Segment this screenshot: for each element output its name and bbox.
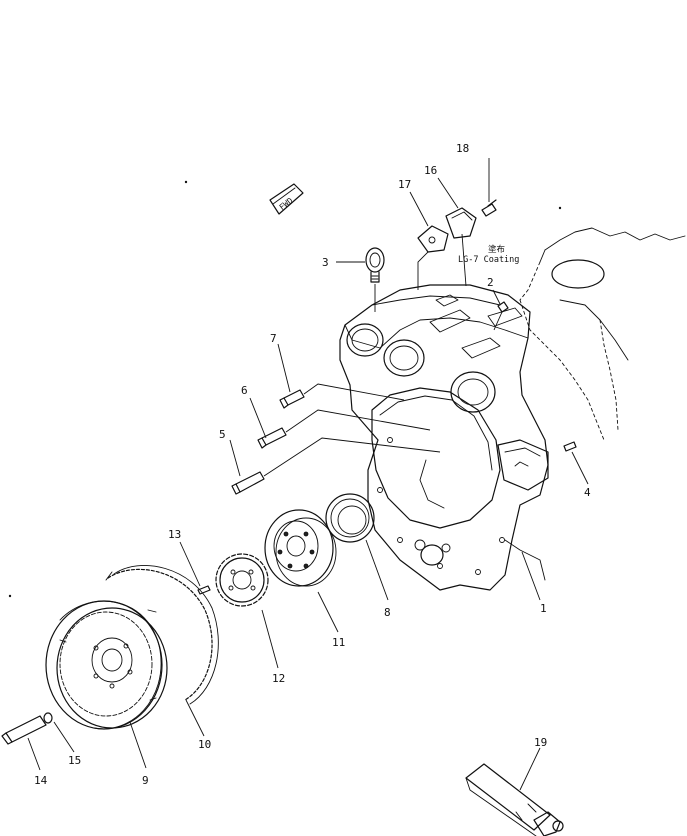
coating-note-line2: LG-7 Coating bbox=[458, 255, 519, 265]
engine-block-outline bbox=[519, 227, 686, 441]
washer bbox=[43, 712, 53, 724]
timing-gear bbox=[215, 553, 269, 607]
stray-dot bbox=[184, 180, 188, 184]
callout-19: 19 bbox=[534, 736, 547, 749]
bolt-6 bbox=[257, 427, 287, 449]
ring-gear bbox=[105, 565, 219, 705]
callout-leaders bbox=[27, 158, 589, 791]
callout-6: 6 bbox=[241, 384, 248, 397]
callout-14: 14 bbox=[34, 774, 48, 787]
callout-9: 9 bbox=[142, 774, 149, 787]
callout-7: 7 bbox=[270, 332, 277, 345]
callout-18: 18 bbox=[456, 142, 469, 155]
stray-dot bbox=[558, 206, 562, 210]
callout-13: 13 bbox=[168, 528, 181, 541]
flywheel-bolt bbox=[1, 715, 47, 745]
callout-2: 2 bbox=[487, 276, 494, 289]
coating-note-line1: 塗布 bbox=[488, 244, 505, 255]
cover-plate bbox=[445, 207, 477, 239]
callout-1: 1 bbox=[540, 602, 547, 615]
flywheel bbox=[45, 600, 168, 730]
bolt-5 bbox=[231, 471, 265, 495]
pin-4 bbox=[563, 441, 577, 452]
forward-arrow-icon: FWD bbox=[269, 183, 304, 215]
stray-dot bbox=[8, 594, 12, 598]
callout-16: 16 bbox=[424, 164, 437, 177]
callout-3: 3 bbox=[322, 256, 329, 269]
coating-note: 塗布 LG-7 Coating bbox=[458, 244, 519, 265]
bolt-7 bbox=[279, 389, 305, 409]
flywheel-housing bbox=[339, 284, 549, 591]
bolt-18 bbox=[481, 199, 497, 217]
special-tool bbox=[465, 763, 564, 836]
callout-5: 5 bbox=[219, 428, 226, 441]
eyebolt bbox=[365, 247, 385, 283]
callout-17: 17 bbox=[398, 178, 411, 191]
callout-15: 15 bbox=[68, 754, 81, 767]
bolt-2 bbox=[497, 301, 509, 313]
callout-12: 12 bbox=[272, 672, 285, 685]
callout-10: 10 bbox=[198, 738, 211, 751]
dowel-pin bbox=[197, 585, 211, 595]
gasket bbox=[417, 225, 449, 253]
crank-pulley bbox=[264, 509, 337, 587]
callout-8: 8 bbox=[384, 606, 391, 619]
callout-numbers: 1 2 3 4 5 6 7 8 9 10 11 12 13 14 15 16 1… bbox=[34, 142, 591, 787]
callout-4: 4 bbox=[584, 486, 591, 499]
callout-11: 11 bbox=[332, 636, 345, 649]
oil-seal bbox=[325, 493, 375, 543]
